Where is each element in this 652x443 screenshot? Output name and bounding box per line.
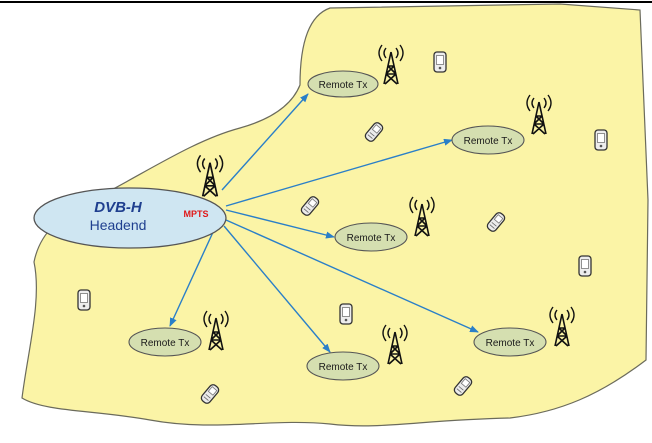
remote-tx-label: Remote Tx: [464, 136, 513, 147]
remote-tx-node: Remote Tx: [128, 327, 202, 357]
link-arrow: [221, 93, 309, 191]
link-arrow: [225, 138, 453, 207]
coverage-area: [21, 3, 649, 427]
remote-tx-label: Remote Tx: [486, 338, 535, 349]
remote-tx-label: Remote Tx: [319, 80, 368, 91]
remote-tx-node: Remote Tx: [473, 327, 547, 357]
remote-tx-node: Remote Tx: [334, 222, 408, 252]
remote-tx-label: Remote Tx: [141, 338, 190, 349]
link-arrow: [223, 225, 331, 353]
mpts-label: MPTS: [183, 209, 208, 219]
pda-device-icon: [594, 129, 608, 151]
link-arrow: [225, 209, 335, 239]
remote-tx-label: Remote Tx: [319, 362, 368, 373]
broadcast-links: [169, 93, 479, 353]
headend-title: DVB-H: [94, 199, 143, 216]
link-arrow: [169, 229, 215, 327]
headend-subtitle: Headend: [90, 217, 147, 233]
pda-device-icon: [578, 255, 592, 277]
pda-device-icon: [433, 51, 447, 73]
remote-tx-node: Remote Tx: [451, 125, 525, 155]
remote-tx-label: Remote Tx: [347, 233, 396, 244]
headend-node: DVB-H Headend MPTS: [33, 187, 227, 249]
link-arrow: [225, 219, 479, 333]
remote-tx-node: Remote Tx: [307, 70, 379, 98]
pda-device-icon: [339, 303, 353, 325]
remote-tx-node: Remote Tx: [306, 351, 380, 381]
pda-device-icon: [77, 289, 91, 311]
